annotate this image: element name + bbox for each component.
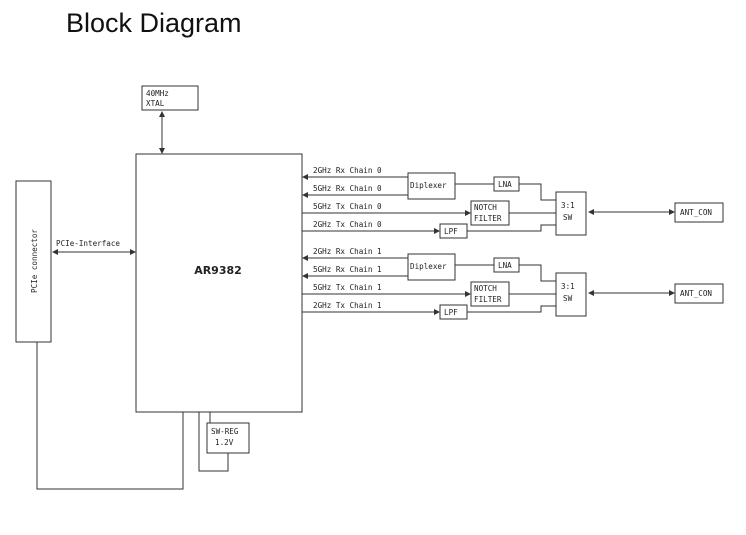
pcie-interface-link: PCIe-Interface (52, 239, 136, 255)
switch-label-line2: SW (563, 294, 573, 303)
notch-label-line2: FILTER (474, 214, 502, 223)
ant-con-label: ANT_CON (680, 208, 712, 217)
chain-label: 2GHz Tx Chain 1 (313, 301, 382, 310)
bottom-wiring (36, 342, 229, 490)
chain-label: 5GHz Rx Chain 0 (313, 184, 382, 193)
sw-reg-label-line2: 1.2V (215, 438, 234, 447)
chain-label: 2GHz Rx Chain 0 (313, 166, 382, 175)
page-title: Block Diagram (66, 8, 242, 38)
chain-label: 2GHz Rx Chain 1 (313, 247, 382, 256)
chip-label: AR9382 (194, 264, 242, 277)
pcie-connector-label: PCIe connector (30, 229, 39, 293)
chain-label: 2GHz Tx Chain 0 (313, 220, 382, 229)
notch-label-line1: NOTCH (474, 284, 497, 293)
chain-label: 5GHz Tx Chain 1 (313, 283, 382, 292)
chain-label: 5GHz Tx Chain 0 (313, 202, 382, 211)
xtal-label-line2: XTAL (146, 99, 165, 108)
lna-label: LNA (498, 261, 512, 270)
chain-1: 2GHz Rx Chain 1 5GHz Rx Chain 1 5GHz Tx … (302, 247, 724, 320)
pcie-connector-block: PCIe connector (15, 180, 52, 343)
lpf-label: LPF (444, 308, 458, 317)
switch-label-line2: SW (563, 213, 573, 222)
notch-label-line2: FILTER (474, 295, 502, 304)
ar9382-chip: AR9382 (135, 153, 303, 413)
xtal-label-line1: 40MHz (146, 89, 169, 98)
xtal-link (159, 111, 165, 154)
sw-reg-block: SW-REG 1.2V (206, 422, 250, 454)
diplexer-label: Diplexer (410, 181, 447, 190)
notch-label-line1: NOTCH (474, 203, 497, 212)
switch-label-line1: 3:1 (561, 282, 575, 291)
lna-label: LNA (498, 180, 512, 189)
chain-label: 5GHz Rx Chain 1 (313, 265, 382, 274)
lpf-label: LPF (444, 227, 458, 236)
pcie-interface-label: PCIe-Interface (56, 239, 120, 248)
switch-label-line1: 3:1 (561, 201, 575, 210)
chain-0: 2GHz Rx Chain 0 5GHz Rx Chain 0 5GHz Tx … (302, 166, 724, 239)
diplexer-label: Diplexer (410, 262, 447, 271)
sw-reg-label-line1: SW-REG (211, 427, 239, 436)
xtal-block: 40MHz XTAL (141, 85, 199, 111)
ant-con-label: ANT_CON (680, 289, 712, 298)
